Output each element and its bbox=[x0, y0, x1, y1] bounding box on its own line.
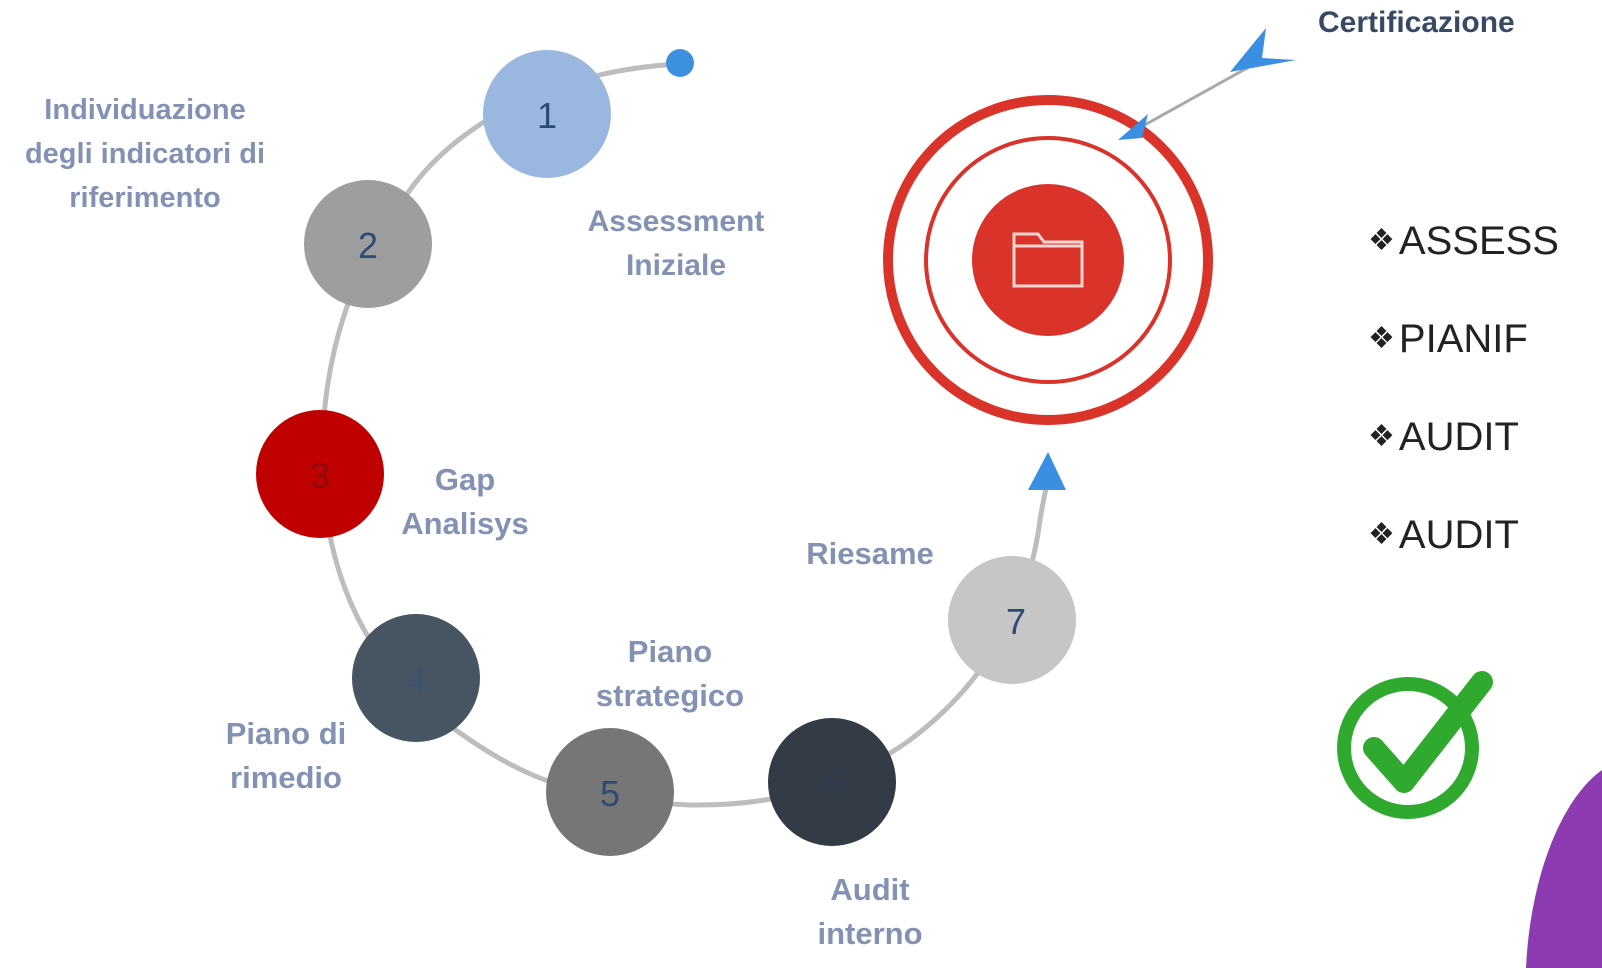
step-4-number: 4 bbox=[406, 659, 426, 700]
step-1-circle bbox=[483, 50, 611, 178]
bullet-item: ❖ASSESS bbox=[1368, 212, 1559, 310]
spiral-start-dot bbox=[666, 49, 694, 77]
step-5-circle bbox=[546, 728, 674, 856]
step-7-label: Riesame bbox=[806, 536, 934, 571]
step-3-circle bbox=[256, 410, 384, 538]
bullet-item: ❖PIANIF bbox=[1368, 310, 1559, 408]
step-6-number: 6 bbox=[822, 763, 842, 804]
step-1-number: 1 bbox=[537, 95, 557, 136]
step-2-circle bbox=[304, 180, 432, 308]
step-5-number: 5 bbox=[600, 773, 620, 814]
diamond-bullet-icon: ❖ bbox=[1368, 224, 1395, 257]
step-2-number: 2 bbox=[358, 225, 378, 266]
certification-title: Certificazione bbox=[1318, 6, 1515, 39]
decorative-shape bbox=[1526, 770, 1602, 968]
step-7-circle bbox=[948, 556, 1076, 684]
bullet-list: ❖ASSESS ❖PIANIF ❖AUDIT ❖AUDIT bbox=[1368, 212, 1559, 604]
folder-icon bbox=[1012, 232, 1084, 288]
arrow-icon bbox=[1028, 452, 1066, 490]
diamond-bullet-icon: ❖ bbox=[1368, 518, 1395, 551]
step-7-number: 7 bbox=[1006, 601, 1026, 642]
target-icon bbox=[883, 95, 1213, 425]
bullet-item: ❖AUDIT bbox=[1368, 408, 1559, 506]
diamond-bullet-icon: ❖ bbox=[1368, 322, 1395, 355]
step-3-number: 3 bbox=[310, 455, 330, 496]
checkmark-icon bbox=[1337, 671, 1493, 819]
bullet-item: ❖AUDIT bbox=[1368, 506, 1559, 604]
diamond-bullet-icon: ❖ bbox=[1368, 420, 1395, 453]
step-6-circle bbox=[768, 718, 896, 846]
dart-icon bbox=[1118, 28, 1296, 140]
step-4-circle bbox=[352, 614, 480, 742]
